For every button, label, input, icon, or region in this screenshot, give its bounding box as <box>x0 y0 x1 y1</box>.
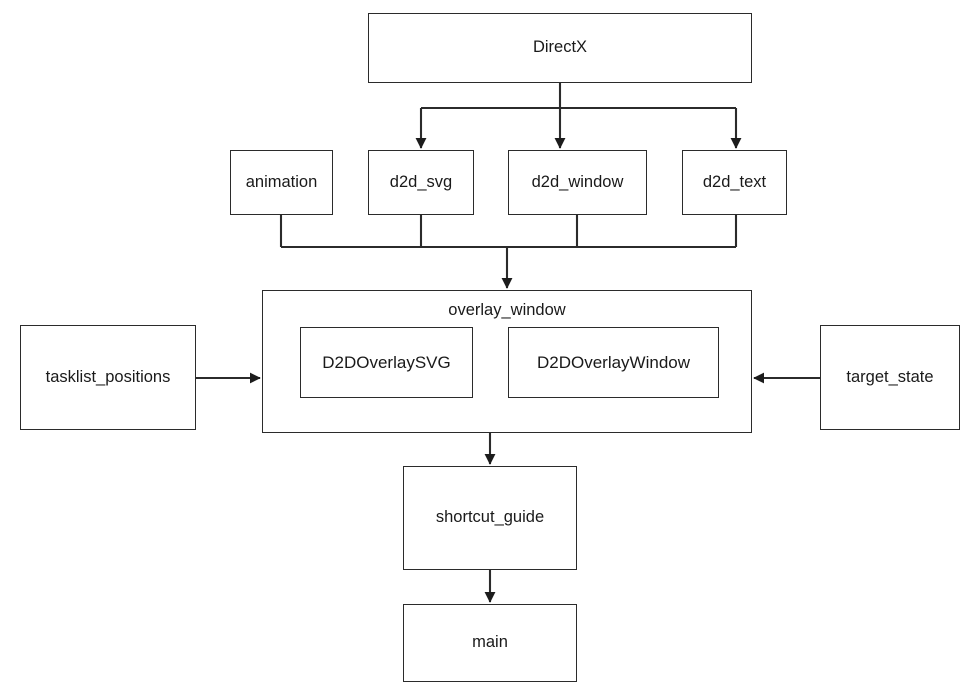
node-d2d-svg[interactable]: d2d_svg <box>368 150 474 215</box>
node-d2d-overlay-svg-label: D2DOverlaySVG <box>322 352 451 372</box>
node-target-state[interactable]: target_state <box>820 325 960 430</box>
node-d2d-overlay-window-label: D2DOverlayWindow <box>536 352 691 372</box>
node-d2d-text[interactable]: d2d_text <box>682 150 787 215</box>
node-shortcut-guide-label: shortcut_guide <box>435 508 545 527</box>
node-tasklist-positions[interactable]: tasklist_positions <box>20 325 196 430</box>
node-overlay-window[interactable]: overlay_window D2DOverlaySVG D2DOverlayW… <box>262 290 752 433</box>
node-directx[interactable]: DirectX <box>368 13 752 83</box>
node-animation[interactable]: animation <box>230 150 333 215</box>
node-main[interactable]: main <box>403 604 577 682</box>
node-d2d-overlay-svg[interactable]: D2DOverlaySVG <box>300 327 473 398</box>
node-animation-label: animation <box>245 172 318 191</box>
node-main-label: main <box>472 633 508 652</box>
node-target-state-label: target_state <box>846 367 934 386</box>
node-d2d-window[interactable]: d2d_window <box>508 150 647 215</box>
node-d2d-svg-label: d2d_svg <box>389 172 453 191</box>
node-overlay-window-label: overlay_window <box>448 301 566 319</box>
node-tasklist-positions-label: tasklist_positions <box>45 367 171 386</box>
node-directx-label: DirectX <box>532 38 588 57</box>
node-d2d-overlay-window[interactable]: D2DOverlayWindow <box>508 327 719 398</box>
node-shortcut-guide[interactable]: shortcut_guide <box>403 466 577 570</box>
node-d2d-text-label: d2d_text <box>702 172 767 191</box>
node-d2d-window-label: d2d_window <box>531 172 624 191</box>
